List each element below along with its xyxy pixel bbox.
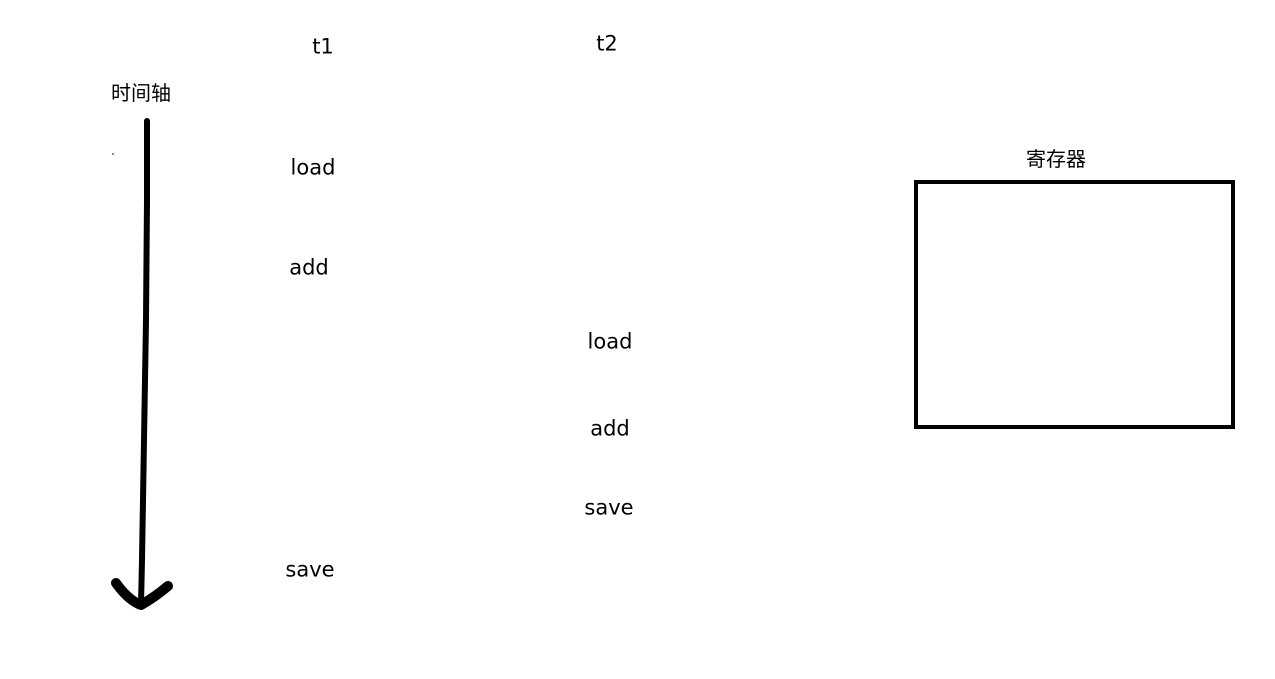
thread-t2-step-load: load bbox=[587, 329, 633, 354]
timeline-arrow-shaft bbox=[138, 118, 150, 607]
timeline-arrow-head bbox=[111, 578, 173, 610]
stray-dot bbox=[112, 153, 114, 155]
register-label: 寄存器 bbox=[1026, 147, 1086, 171]
register-box bbox=[914, 180, 1235, 429]
thread-t2-title: t2 bbox=[596, 31, 618, 56]
thread-t2-step-add: add bbox=[590, 416, 630, 441]
thread-t1-title: t1 bbox=[312, 34, 334, 59]
thread-t1-step-save: save bbox=[285, 557, 335, 582]
thread-t1-step-add: add bbox=[289, 255, 329, 280]
thread-t2-step-save: save bbox=[584, 495, 634, 520]
thread-t1-step-load: load bbox=[290, 155, 336, 180]
timeline-label: 时间轴 bbox=[111, 81, 171, 105]
